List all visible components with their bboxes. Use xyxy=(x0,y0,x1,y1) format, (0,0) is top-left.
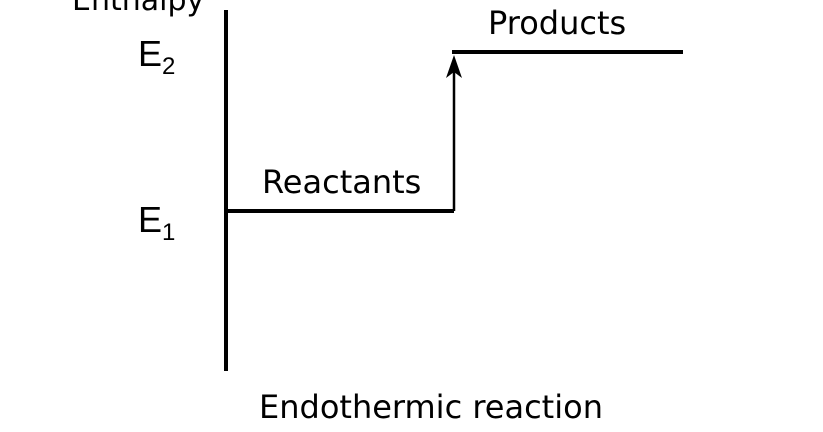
energy-level-e1-label: E1 xyxy=(138,199,175,245)
e2-subscript: 2 xyxy=(162,53,176,80)
axis-title: Enthalpy xyxy=(72,0,205,18)
reactants-label: Reactants xyxy=(262,163,422,201)
e2-symbol: E xyxy=(138,33,163,74)
e1-symbol: E xyxy=(138,199,163,240)
products-label: Products xyxy=(488,4,627,42)
diagram-caption: Endothermic reaction xyxy=(259,388,603,426)
energy-level-e2-label: E2 xyxy=(138,33,175,79)
energy-arrow-head xyxy=(446,55,462,78)
e1-subscript: 1 xyxy=(162,219,176,246)
